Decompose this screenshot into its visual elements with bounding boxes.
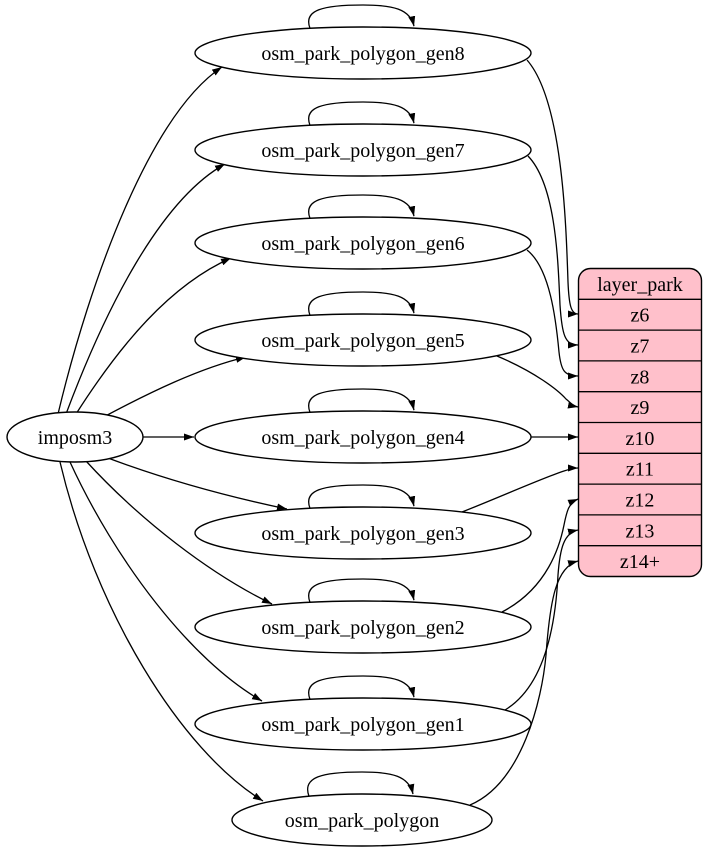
edge-self-loop-osm_park_polygon_gen7 bbox=[308, 101, 416, 126]
node-ellipse-osm_park_polygon_gen4 bbox=[194, 410, 532, 464]
layer-table-title: layer_park bbox=[597, 274, 683, 296]
edge-imposm3-osm_park_polygon_gen7 bbox=[65, 163, 226, 415]
edge-osm_park_polygon_gen5-z9 bbox=[496, 355, 579, 409]
edge-self-loop-osm_park_polygon_gen8 bbox=[308, 4, 416, 29]
layer-table-row-z12: z12 bbox=[626, 490, 655, 512]
node-osm_park_polygon_gen6: osm_park_polygon_gen6 bbox=[194, 216, 532, 270]
edge-self-loop-osm_park_polygon_gen4 bbox=[308, 388, 416, 413]
node-ellipse-osm_park_polygon_gen1 bbox=[194, 697, 532, 751]
node-ellipse-osm_park_polygon_gen5 bbox=[194, 313, 532, 367]
edge-self-loop-osm_park_polygon_gen2 bbox=[308, 578, 416, 603]
node-osm_park_polygon_gen2: osm_park_polygon_gen2 bbox=[194, 600, 532, 654]
layer-table-row-z10: z10 bbox=[626, 428, 655, 450]
edge-osm_park_polygon_gen1-z13 bbox=[504, 528, 579, 711]
node-imposm3: imposm3 bbox=[6, 411, 144, 463]
edge-self-loop-osm_park_polygon_gen3 bbox=[308, 484, 416, 509]
edge-self-loop-osm_park_polygon bbox=[307, 771, 415, 797]
layer-table-row-z8: z8 bbox=[631, 366, 650, 388]
edges-layer bbox=[57, 4, 579, 806]
node-label-imposm3: imposm3 bbox=[38, 427, 112, 449]
node-ellipse-imposm3 bbox=[6, 411, 144, 463]
node-osm_park_polygon: osm_park_polygon bbox=[231, 793, 493, 847]
edge-osm_park_polygon_gen2-z12 bbox=[501, 498, 579, 613]
node-label-osm_park_polygon_gen3: osm_park_polygon_gen3 bbox=[261, 523, 464, 545]
node-osm_park_polygon_gen4: osm_park_polygon_gen4 bbox=[194, 410, 532, 464]
edge-imposm3-osm_park_polygon_gen2 bbox=[85, 460, 273, 605]
edge-osm_park_polygon_gen6-z8 bbox=[526, 249, 579, 380]
node-ellipse-osm_park_polygon_gen8 bbox=[194, 26, 532, 80]
edge-osm_park_polygon_gen7-z7 bbox=[527, 155, 579, 349]
node-label-osm_park_polygon_gen1: osm_park_polygon_gen1 bbox=[261, 714, 464, 736]
node-ellipse-osm_park_polygon_gen6 bbox=[194, 216, 532, 270]
edge-osm_park_polygon_gen3-z11 bbox=[461, 464, 579, 513]
node-label-osm_park_polygon_gen5: osm_park_polygon_gen5 bbox=[261, 330, 464, 352]
node-osm_park_polygon_gen8: osm_park_polygon_gen8 bbox=[194, 26, 532, 80]
layer-table-row-z7: z7 bbox=[631, 336, 650, 358]
node-osm_park_polygon_gen5: osm_park_polygon_gen5 bbox=[194, 313, 532, 367]
edge-imposm3-osm_park_polygon_gen3 bbox=[99, 454, 288, 511]
node-label-osm_park_polygon_gen6: osm_park_polygon_gen6 bbox=[261, 233, 464, 255]
edge-osm_park_polygon_gen8-z6 bbox=[526, 59, 579, 318]
node-ellipse-osm_park_polygon_gen2 bbox=[194, 600, 532, 654]
node-label-osm_park_polygon: osm_park_polygon bbox=[285, 810, 439, 832]
layer-table-row-z9: z9 bbox=[631, 397, 650, 419]
edge-imposm3-osm_park_polygon_gen5 bbox=[97, 355, 247, 421]
node-osm_park_polygon_gen3: osm_park_polygon_gen3 bbox=[194, 506, 532, 560]
edge-self-loop-osm_park_polygon_gen1 bbox=[308, 675, 416, 700]
edge-imposm3-osm_park_polygon bbox=[59, 461, 264, 802]
node-ellipse-osm_park_polygon bbox=[231, 793, 493, 847]
nodes-layer: imposm3 osm_park_polygon_gen8 osm_park_pol… bbox=[6, 26, 703, 847]
layer-table-row-z14plus: z14+ bbox=[620, 551, 660, 573]
node-layer_park: layer_park z6 z7 z8 z9 z10 z11 z12 z13 z14+ bbox=[577, 267, 703, 578]
layer-table-row-z6: z6 bbox=[631, 305, 650, 327]
edge-imposm3-osm_park_polygon_gen8 bbox=[57, 66, 223, 415]
node-label-osm_park_polygon_gen7: osm_park_polygon_gen7 bbox=[261, 140, 464, 162]
node-label-osm_park_polygon_gen8: osm_park_polygon_gen8 bbox=[261, 43, 464, 65]
edge-self-loop-osm_park_polygon_gen6 bbox=[308, 194, 416, 219]
node-osm_park_polygon_gen7: osm_park_polygon_gen7 bbox=[194, 123, 532, 177]
layer-table-row-z11: z11 bbox=[626, 459, 654, 481]
node-ellipse-osm_park_polygon_gen7 bbox=[194, 123, 532, 177]
node-label-osm_park_polygon_gen4: osm_park_polygon_gen4 bbox=[261, 427, 464, 449]
layer-table-row-z13: z13 bbox=[626, 520, 655, 542]
edge-osm_park_polygon-z14plus bbox=[469, 560, 579, 806]
node-label-osm_park_polygon_gen2: osm_park_polygon_gen2 bbox=[261, 617, 464, 639]
edge-imposm3-osm_park_polygon_gen1 bbox=[69, 461, 263, 702]
node-osm_park_polygon_gen1: osm_park_polygon_gen1 bbox=[194, 697, 532, 751]
edge-self-loop-osm_park_polygon_gen5 bbox=[308, 291, 416, 316]
edge-imposm3-osm_park_polygon_gen6 bbox=[75, 257, 232, 415]
node-ellipse-osm_park_polygon_gen3 bbox=[194, 506, 532, 560]
